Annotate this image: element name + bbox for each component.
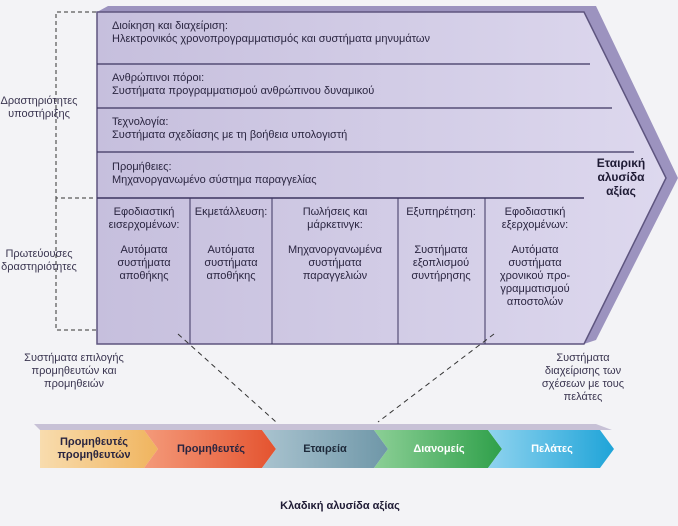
crm-systems-note: Συστήματα διαχείρισης των σχέσεων με του… — [541, 352, 625, 403]
firm-value-chain-label: Εταιρική αλυσίδα αξίας — [596, 156, 646, 198]
industry-segment-shape — [374, 430, 502, 468]
cell-body: Αυτόματα συστήματα αποθήκης — [204, 244, 258, 282]
cell-title: Εφοδιαστική εξερχομένων: — [501, 206, 569, 231]
row-title: Ανθρώπινοι πόροι: — [112, 72, 205, 84]
row-body: Συστήματα προγραμματισμού ανθρώπινου δυν… — [112, 85, 375, 97]
industry-value-chain-label: Κλαδική αλυσίδα αξίας — [280, 500, 400, 512]
cell-body: Συστήματα εξοπλισμού συντήρησης — [411, 244, 471, 282]
row-title: Διοίκηση και διαχείριση: — [112, 20, 228, 32]
cell-title: Εκμετάλλευση: — [194, 206, 268, 218]
funnel-line-right — [377, 333, 495, 423]
cell-title: Πωλήσεις και μάρκετινγκ: — [302, 206, 368, 231]
support-row-procurement: Προμήθειες: Μηχανοργανωμένο σύστημα παρα… — [112, 161, 582, 187]
primary-cell-sales-marketing: Πωλήσεις και μάρκετινγκ: Μηχανοργανωμένα… — [276, 206, 394, 283]
primary-activities-label: Πρωτεύουσες δραστηριότητες — [1, 248, 77, 273]
row-body: Μηχανοργανωμένο σύστημα παραγγελίας — [112, 174, 317, 186]
industry-segment-customers: Πελάτες — [531, 442, 573, 455]
row-body: Ηλεκτρονικός χρονοπρογραμματισμός και συ… — [112, 33, 431, 45]
primary-cell-operations: Εκμετάλλευση: Αυτόματα συστήματα αποθήκη… — [192, 206, 270, 283]
industry-segment-suppliers-suppliers: Προμηθευτές προμηθευτών — [57, 436, 131, 461]
value-chain-arrow — [96, 11, 667, 345]
support-row-hr: Ανθρώπινοι πόροι: Συστήματα προγραμματισ… — [112, 72, 582, 98]
support-bracket — [55, 11, 96, 199]
cell-body: Μηχανοργανωμένα συστήματα παραγγελιών — [287, 244, 383, 282]
cell-body: Αυτόματα συστήματα χρονικού προ-γραμματι… — [499, 244, 571, 308]
industry-segment-firm: Εταιρεία — [303, 442, 347, 455]
funnel-line-left — [177, 333, 277, 423]
industry-segment-shape — [488, 430, 614, 468]
row-body: Συστήματα σχεδίασης με τη βοήθεια υπολογ… — [112, 129, 348, 141]
support-activities-label: Δραστηριότητες υποστήριξης — [0, 95, 78, 120]
cell-title: Εξυπηρέτηση: — [406, 206, 476, 218]
primary-cell-inbound-logistics: Εφοδιαστική εισερχομένων: Αυτόματα συστή… — [100, 206, 188, 283]
row-title: Προμήθειες: — [112, 161, 172, 173]
industry-chain-bevel — [34, 424, 612, 430]
support-row-technology: Τεχνολογία: Συστήματα σχεδίασης με τη βο… — [112, 116, 582, 142]
cell-title: Εφοδιαστική εισερχομένων: — [108, 206, 180, 231]
industry-segment-suppliers: Προμηθευτές — [176, 442, 246, 455]
primary-cell-service: Εξυπηρέτηση: Συστήματα εξοπλισμού συντήρ… — [400, 206, 482, 283]
industry-segment-shape — [144, 430, 276, 468]
industry-segment-shape — [262, 430, 388, 468]
industry-chain — [34, 424, 614, 468]
cell-body: Αυτόματα συστήματα αποθήκης — [117, 244, 171, 282]
primary-bracket — [55, 198, 96, 331]
industry-segment-distributors: Διανομείς — [413, 442, 465, 455]
row-title: Τεχνολογία: — [112, 116, 169, 128]
support-row-management: Διοίκηση και διαχείριση: Ηλεκτρονικός χρ… — [112, 20, 582, 46]
primary-cell-outbound-logistics: Εφοδιαστική εξερχομένων: Αυτόματα συστήμ… — [488, 206, 582, 309]
supplier-systems-note: Συστήματα επιλογής προμηθευτών και προμη… — [24, 352, 124, 390]
industry-segment-shape — [40, 430, 158, 468]
